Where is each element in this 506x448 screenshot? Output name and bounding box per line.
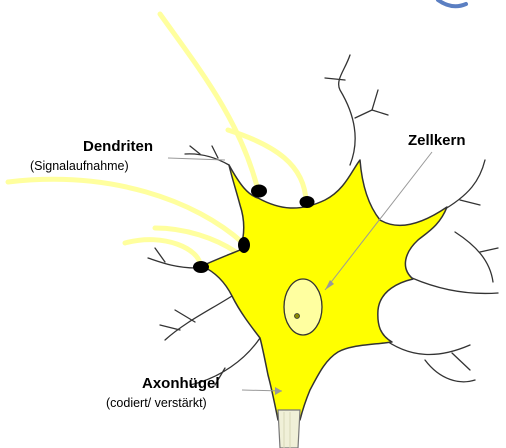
synapse-knob bbox=[251, 185, 267, 198]
dendrite-branch bbox=[212, 146, 218, 158]
axon bbox=[278, 410, 300, 448]
synapse-knob bbox=[238, 237, 250, 253]
incoming-fiber bbox=[8, 179, 243, 243]
dendrite-branch bbox=[325, 78, 345, 80]
dendrite-branch bbox=[160, 325, 180, 330]
corner-arc bbox=[438, 0, 466, 6]
dendrite-branch bbox=[460, 200, 480, 205]
dendrite-branch bbox=[372, 110, 388, 115]
dendrite-branch bbox=[175, 310, 195, 322]
dendrites-label: Dendriten bbox=[83, 139, 153, 156]
dendrite-branch bbox=[355, 90, 378, 118]
nucleus-label: Zellkern bbox=[408, 133, 466, 150]
dendrite-branch bbox=[425, 360, 475, 382]
dendrite-branch bbox=[165, 296, 232, 340]
dendrite-branch bbox=[455, 232, 493, 282]
nucleus bbox=[284, 279, 322, 335]
dendrite-branch bbox=[155, 248, 165, 262]
synapse-knob bbox=[300, 196, 315, 208]
dendrite-branch bbox=[148, 258, 196, 268]
axon-hillock-label: Axonhügel bbox=[142, 376, 220, 393]
dendrite-branch bbox=[480, 248, 498, 252]
dendrite-branch bbox=[339, 55, 356, 165]
dendrite-branch bbox=[412, 278, 498, 293]
dendrite-branch bbox=[452, 353, 470, 370]
dendrite-branch bbox=[380, 336, 470, 355]
incoming-fiber bbox=[160, 14, 258, 190]
synapse-knob bbox=[193, 261, 209, 273]
dendrites-sublabel: (Signalaufnahme) bbox=[30, 160, 129, 174]
incoming-fiber bbox=[125, 240, 200, 265]
axon-hillock-sublabel: (codiert/ verstärkt) bbox=[106, 397, 207, 411]
nucleolus bbox=[295, 314, 300, 319]
dendrite-branch bbox=[190, 146, 200, 154]
cell-body bbox=[202, 160, 447, 420]
